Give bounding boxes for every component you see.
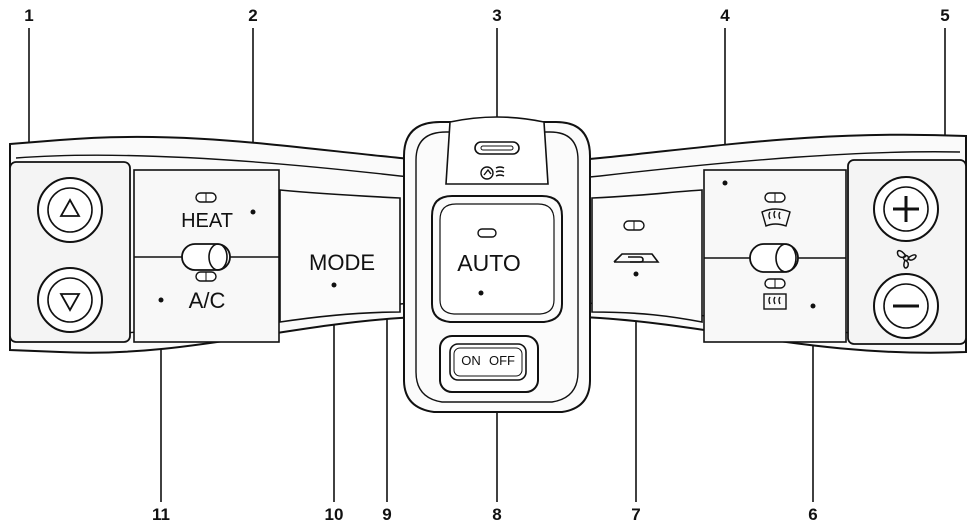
front-defroster-icon <box>761 208 791 227</box>
rear-defroster-button[interactable] <box>763 278 787 310</box>
triangle-down-icon <box>59 293 81 312</box>
heat-ac-rocker <box>181 243 231 271</box>
fan-down-button[interactable] <box>873 273 939 339</box>
callout-2: 2 <box>248 6 258 25</box>
callout-7: 7 <box>631 505 641 524</box>
temp-up-button[interactable] <box>37 177 103 243</box>
callout-11: 11 <box>152 505 170 524</box>
ac-button[interactable] <box>195 271 217 282</box>
intake-sensor-icon <box>480 166 505 180</box>
defrost-rocker <box>749 243 799 273</box>
on-label: ON <box>461 353 481 368</box>
heat-label: HEAT <box>181 210 233 232</box>
auto-button[interactable] <box>431 195 563 323</box>
front-defroster-button[interactable] <box>761 192 791 227</box>
callout-9: 9 <box>382 505 392 524</box>
fan-up-button[interactable] <box>873 176 939 242</box>
temp-down-button[interactable] <box>37 267 103 333</box>
callout-3: 3 <box>492 6 502 25</box>
off-label: OFF <box>489 353 515 368</box>
air-recirculation-icon <box>613 253 660 263</box>
callout-5: 5 <box>940 6 950 25</box>
ac-label: A/C <box>188 288 226 313</box>
sensor-tab <box>445 116 549 185</box>
callout-1: 1 <box>24 6 34 25</box>
heat-button[interactable] <box>195 192 217 203</box>
auto-label: AUTO <box>457 250 521 276</box>
callout-10: 10 <box>324 505 344 524</box>
recirculation-button[interactable] <box>591 189 703 323</box>
rear-defroster-icon <box>763 293 787 310</box>
callout-dots <box>158 180 816 309</box>
callout-8: 8 <box>492 505 502 524</box>
callout-4: 4 <box>720 6 730 25</box>
fan-icon <box>896 249 917 269</box>
plus-icon <box>893 196 919 222</box>
triangle-up-icon <box>59 198 81 217</box>
mode-panel[interactable] <box>279 189 401 323</box>
on-off-button[interactable] <box>439 335 539 393</box>
mode-label: MODE <box>309 250 375 275</box>
callout-6: 6 <box>808 505 818 524</box>
